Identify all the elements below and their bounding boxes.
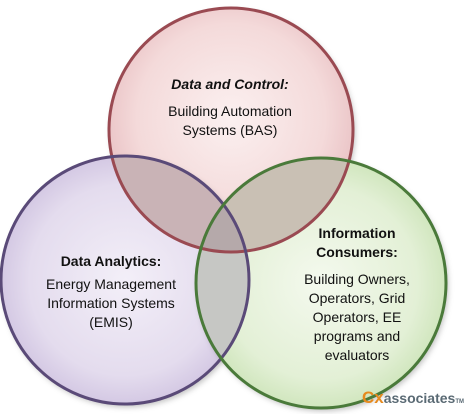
circle-right-outline [194,156,448,410]
heading-information-consumers: Information Consumers: [316,225,398,260]
overlap-top [109,156,353,252]
heading-data-and-control: Data and Control: [171,76,289,92]
circle-left-outline [0,154,251,406]
label-data-and-control: Data and Control: Building Automation Sy… [130,75,330,140]
body-building-owners: Building Owners, Operators, Grid Operato… [304,271,410,363]
logo-cx-mark: Cx [361,388,384,407]
cx-associates-logo: CxassociatesTM [362,388,464,408]
heading-data-analytics: Data Analytics: [60,253,162,269]
label-information-consumers: Information Consumers: Building Owners, … [268,224,446,365]
body-emis: Energy Management Information Systems (E… [46,276,176,330]
body-building-automation: Building Automation Systems (BAS) [168,103,292,138]
circle-top-outline [107,6,355,254]
label-data-analytics: Data Analytics: Energy Management Inform… [28,252,194,332]
logo-trademark: TM [455,399,464,405]
logo-wordmark: associates [383,390,456,406]
